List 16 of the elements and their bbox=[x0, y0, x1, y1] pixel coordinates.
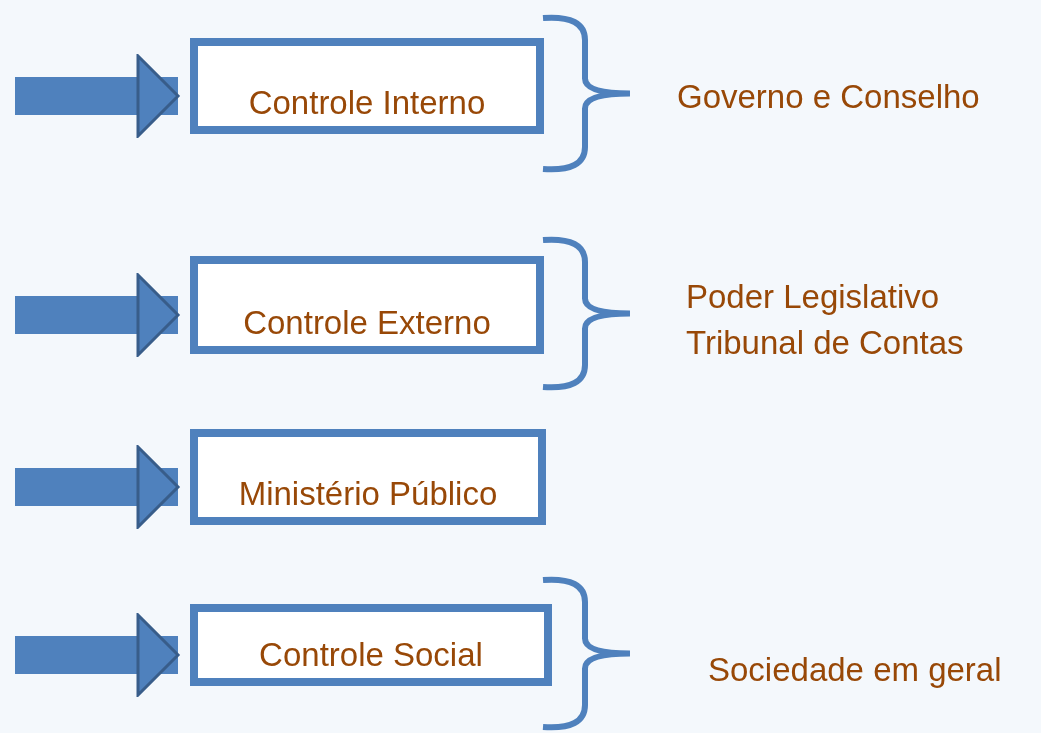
box-label: Controle Interno bbox=[248, 84, 486, 122]
process-box bbox=[190, 604, 552, 686]
block-arrow bbox=[15, 613, 180, 697]
block-arrow bbox=[15, 54, 180, 138]
side-note: Tribunal de Contas bbox=[686, 323, 964, 363]
process-box bbox=[190, 38, 544, 134]
block-arrow bbox=[15, 273, 180, 357]
box-label: Controle Externo bbox=[243, 304, 491, 342]
block-arrow bbox=[15, 445, 180, 529]
side-note: Poder Legislativo bbox=[686, 277, 940, 317]
side-note: Governo e Conselho bbox=[677, 77, 980, 117]
box-label: Controle Social bbox=[259, 636, 483, 674]
process-box bbox=[190, 429, 546, 525]
box-label: Ministério Público bbox=[238, 475, 498, 513]
side-note: Sociedade em geral bbox=[708, 650, 1002, 690]
process-box bbox=[190, 256, 544, 354]
